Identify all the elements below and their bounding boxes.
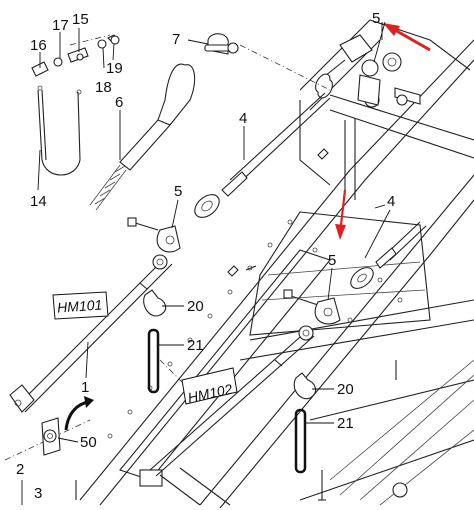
lock-pin-14 [37, 85, 82, 176]
callout-4-upper: 4 [239, 110, 247, 127]
shackle-7 [204, 33, 239, 55]
guide-lines [4, 34, 331, 461]
callout-5-right: 5 [328, 252, 336, 269]
tension-rod-4-right [350, 221, 427, 289]
callout-numbers: 5 17 15 16 19 18 7 6 4 14 5 4 5 20 21 1 … [16, 10, 395, 502]
callout-17: 17 [52, 17, 69, 34]
red-arrow-icon [383, 23, 431, 52]
callout-18: 18 [95, 79, 112, 96]
bottom-pins [75, 360, 408, 501]
safety-loop-21-lower [294, 408, 307, 474]
boom-frame [79, 19, 474, 509]
leader-lines [21, 21, 391, 505]
callout-14: 14 [30, 193, 47, 210]
callout-15: 15 [72, 11, 89, 28]
callout-5-mid: 5 [174, 183, 182, 200]
cylinder-hm102 [149, 325, 315, 477]
spring-clip-20-lower [293, 372, 317, 400]
callout-5-top: 5 [372, 10, 380, 27]
spring-clip-20-upper [143, 289, 167, 317]
curved-arrow-icon [64, 396, 94, 431]
wire-rope-6 [89, 63, 196, 211]
callout-7: 7 [172, 31, 180, 48]
tension-rod-4 [194, 92, 331, 218]
callout-50: 50 [80, 434, 97, 451]
top-hinge-assembly [315, 34, 421, 108]
callout-6: 6 [115, 94, 123, 111]
hm101-label: HM101 [57, 296, 103, 315]
callout-21-upper: 21 [187, 337, 204, 354]
label-box-hm101: HM101 [52, 291, 109, 320]
callout-21-lower: 21 [337, 415, 354, 432]
callout-19: 19 [106, 60, 123, 77]
callout-4-right: 4 [387, 193, 395, 210]
callout-16: 16 [30, 37, 47, 54]
safety-loop-21-upper [147, 328, 160, 394]
callout-20-lower: 20 [337, 381, 354, 398]
label-box-hm102: HM102 [181, 367, 238, 406]
cylinder-hm101 [9, 254, 173, 413]
shackle-5-right [283, 289, 341, 325]
shackle-5-mid [127, 217, 181, 253]
callout-20-upper: 20 [187, 298, 204, 315]
bracket-50 [41, 417, 61, 456]
callout-2: 2 [16, 461, 24, 478]
callout-3: 3 [34, 485, 42, 502]
callout-1: 1 [81, 379, 89, 396]
red-arrow-icon [335, 189, 347, 240]
